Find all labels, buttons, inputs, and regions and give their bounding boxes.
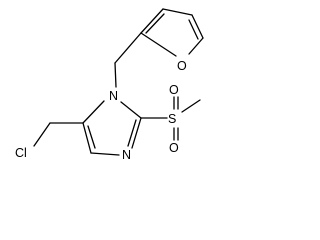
imidazole-n1-label: N — [109, 89, 118, 103]
chemical-structure: O N N S O O Cl — [15, 8, 204, 162]
bond-furan-c5-o — [188, 37, 204, 55]
bond-c2-n3-inner — [127, 119, 137, 147]
furan-ring: O — [140, 8, 204, 73]
bond-ch2-cl — [33, 122, 51, 147]
bond-furan-c2-c3 — [140, 8, 164, 34]
bond-furan-o-c2 — [140, 32, 177, 57]
bond-furan-c4-c5-inner — [188, 19, 199, 40]
bond-s-methyl — [181, 99, 201, 113]
bond-c2-n3 — [131, 117, 142, 149]
sulfur-label: S — [168, 112, 176, 126]
bond-furan-c4-c5 — [191, 14, 204, 39]
sulfonyl-oxygen-top-label: O — [169, 83, 179, 97]
bond-c4-c5 — [82, 122, 92, 154]
bond-c5-n1 — [82, 100, 105, 124]
imidazole-ring: N N — [82, 89, 142, 162]
bond-c2-ch2 — [114, 32, 142, 64]
sulfonyl-oxygen-bottom-label: O — [169, 141, 179, 155]
imidazole-n3-label: N — [122, 148, 131, 162]
chlorine-label: Cl — [15, 146, 27, 160]
bond-n1-c2 — [120, 101, 142, 119]
methylsulfonyl-group: S O O — [140, 83, 201, 155]
bond-n3-c4 — [90, 152, 120, 156]
bond-furan-c3-c4 — [162, 8, 193, 16]
bond-furan-c2-c3-inner — [145, 13, 165, 34]
furan-oxygen-label: O — [177, 59, 187, 73]
chloromethyl-group: Cl — [15, 122, 84, 160]
bond-c4-c5-inner — [87, 125, 96, 149]
bond-ch2-n1 — [114, 62, 117, 88]
